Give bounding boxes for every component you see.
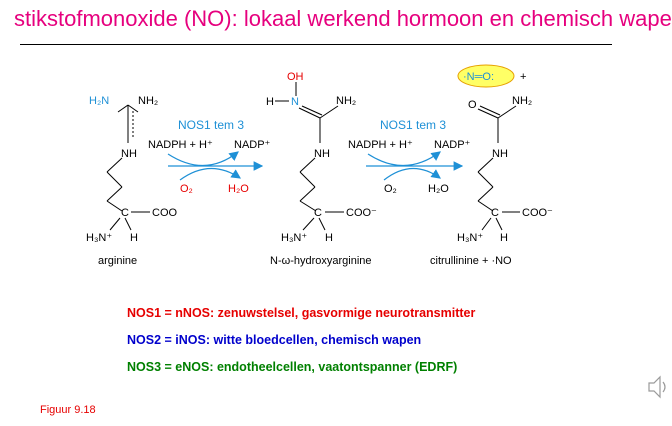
arginine-nh: NH xyxy=(121,148,137,160)
intermediate-nh: NH xyxy=(314,148,330,160)
product-name: citrullinine + ·NO xyxy=(430,255,512,267)
step1-o2: O₂ xyxy=(180,183,193,195)
step1-o2-arrow xyxy=(179,167,241,181)
step2-h2o: H₂O xyxy=(428,183,449,195)
step1-cofactor-arrow xyxy=(167,151,239,167)
arginine-h2n-left: H₂N xyxy=(89,95,109,107)
product-c: C xyxy=(491,207,499,219)
product-h: H xyxy=(500,232,508,244)
intermediate-nh2: NH₂ xyxy=(336,95,356,107)
intermediate-h: H xyxy=(325,232,333,244)
arginine-structure xyxy=(106,104,150,231)
step1-cofactor-in: NADPH + H⁺ xyxy=(148,139,213,151)
product-coo: COO⁻ xyxy=(522,207,553,219)
intermediate-c: C xyxy=(314,207,322,219)
product-h3n: H₃N⁺ xyxy=(457,232,483,244)
figure-caption: Figuur 9.18 xyxy=(40,404,96,416)
step2-o2-arrow xyxy=(383,167,441,181)
step2-enzyme: NOS1 tem 3 xyxy=(380,118,446,132)
reaction-scheme: H₂N NH₂ NH C COO H₃N⁺ H arginine NOS1 te… xyxy=(86,64,553,267)
no-radical-highlight xyxy=(457,64,515,88)
intermediate-h-left: H xyxy=(266,96,274,108)
arginine-name: arginine xyxy=(98,255,137,267)
legend-nos1: NOS1 = nNOS: zenuwstelsel, gasvormige ne… xyxy=(127,306,476,320)
step2-o2: O₂ xyxy=(384,183,397,195)
step2-cofactor-in: NADPH + H⁺ xyxy=(348,139,413,151)
step2-cofactor-out: NADP⁺ xyxy=(434,139,471,151)
product-o: O xyxy=(468,99,477,111)
step1-h2o: H₂O xyxy=(228,183,249,195)
intermediate-h3n: H₃N⁺ xyxy=(281,232,307,244)
product-no-radical: ·N═O: xyxy=(463,71,494,83)
product-nh: NH xyxy=(492,148,508,160)
arginine-h: H xyxy=(130,232,138,244)
arginine-nh2-right: NH₂ xyxy=(138,95,158,107)
product-nh2: NH₂ xyxy=(512,95,532,107)
arginine-c: C xyxy=(121,207,129,219)
intermediate-coo: COO⁻ xyxy=(346,207,377,219)
step1-cofactor-out: NADP⁺ xyxy=(234,139,271,151)
legend-nos3: NOS3 = eNOS: endotheelcellen, vaatontspa… xyxy=(127,360,458,374)
intermediate-structure xyxy=(275,82,344,231)
slide-title: stikstofmonoxide (NO): lokaal werkend ho… xyxy=(14,6,672,31)
intermediate-n: N xyxy=(291,96,299,108)
legend-nos2: NOS2 = iNOS: witte bloedcellen, chemisch… xyxy=(127,333,422,347)
arginine-coo: COO xyxy=(152,207,178,219)
arginine-h3n: H₃N⁺ xyxy=(86,232,112,244)
title-underline xyxy=(20,44,612,45)
step2-cofactor-arrow xyxy=(367,151,441,167)
step1-enzyme: NOS1 tem 3 xyxy=(178,118,244,132)
product-structure xyxy=(477,105,520,231)
speaker-icon[interactable] xyxy=(647,372,669,407)
product-plus: + xyxy=(520,71,526,83)
intermediate-oh: OH xyxy=(287,71,304,83)
intermediate-name: N-ω-hydroxyarginine xyxy=(270,255,372,267)
